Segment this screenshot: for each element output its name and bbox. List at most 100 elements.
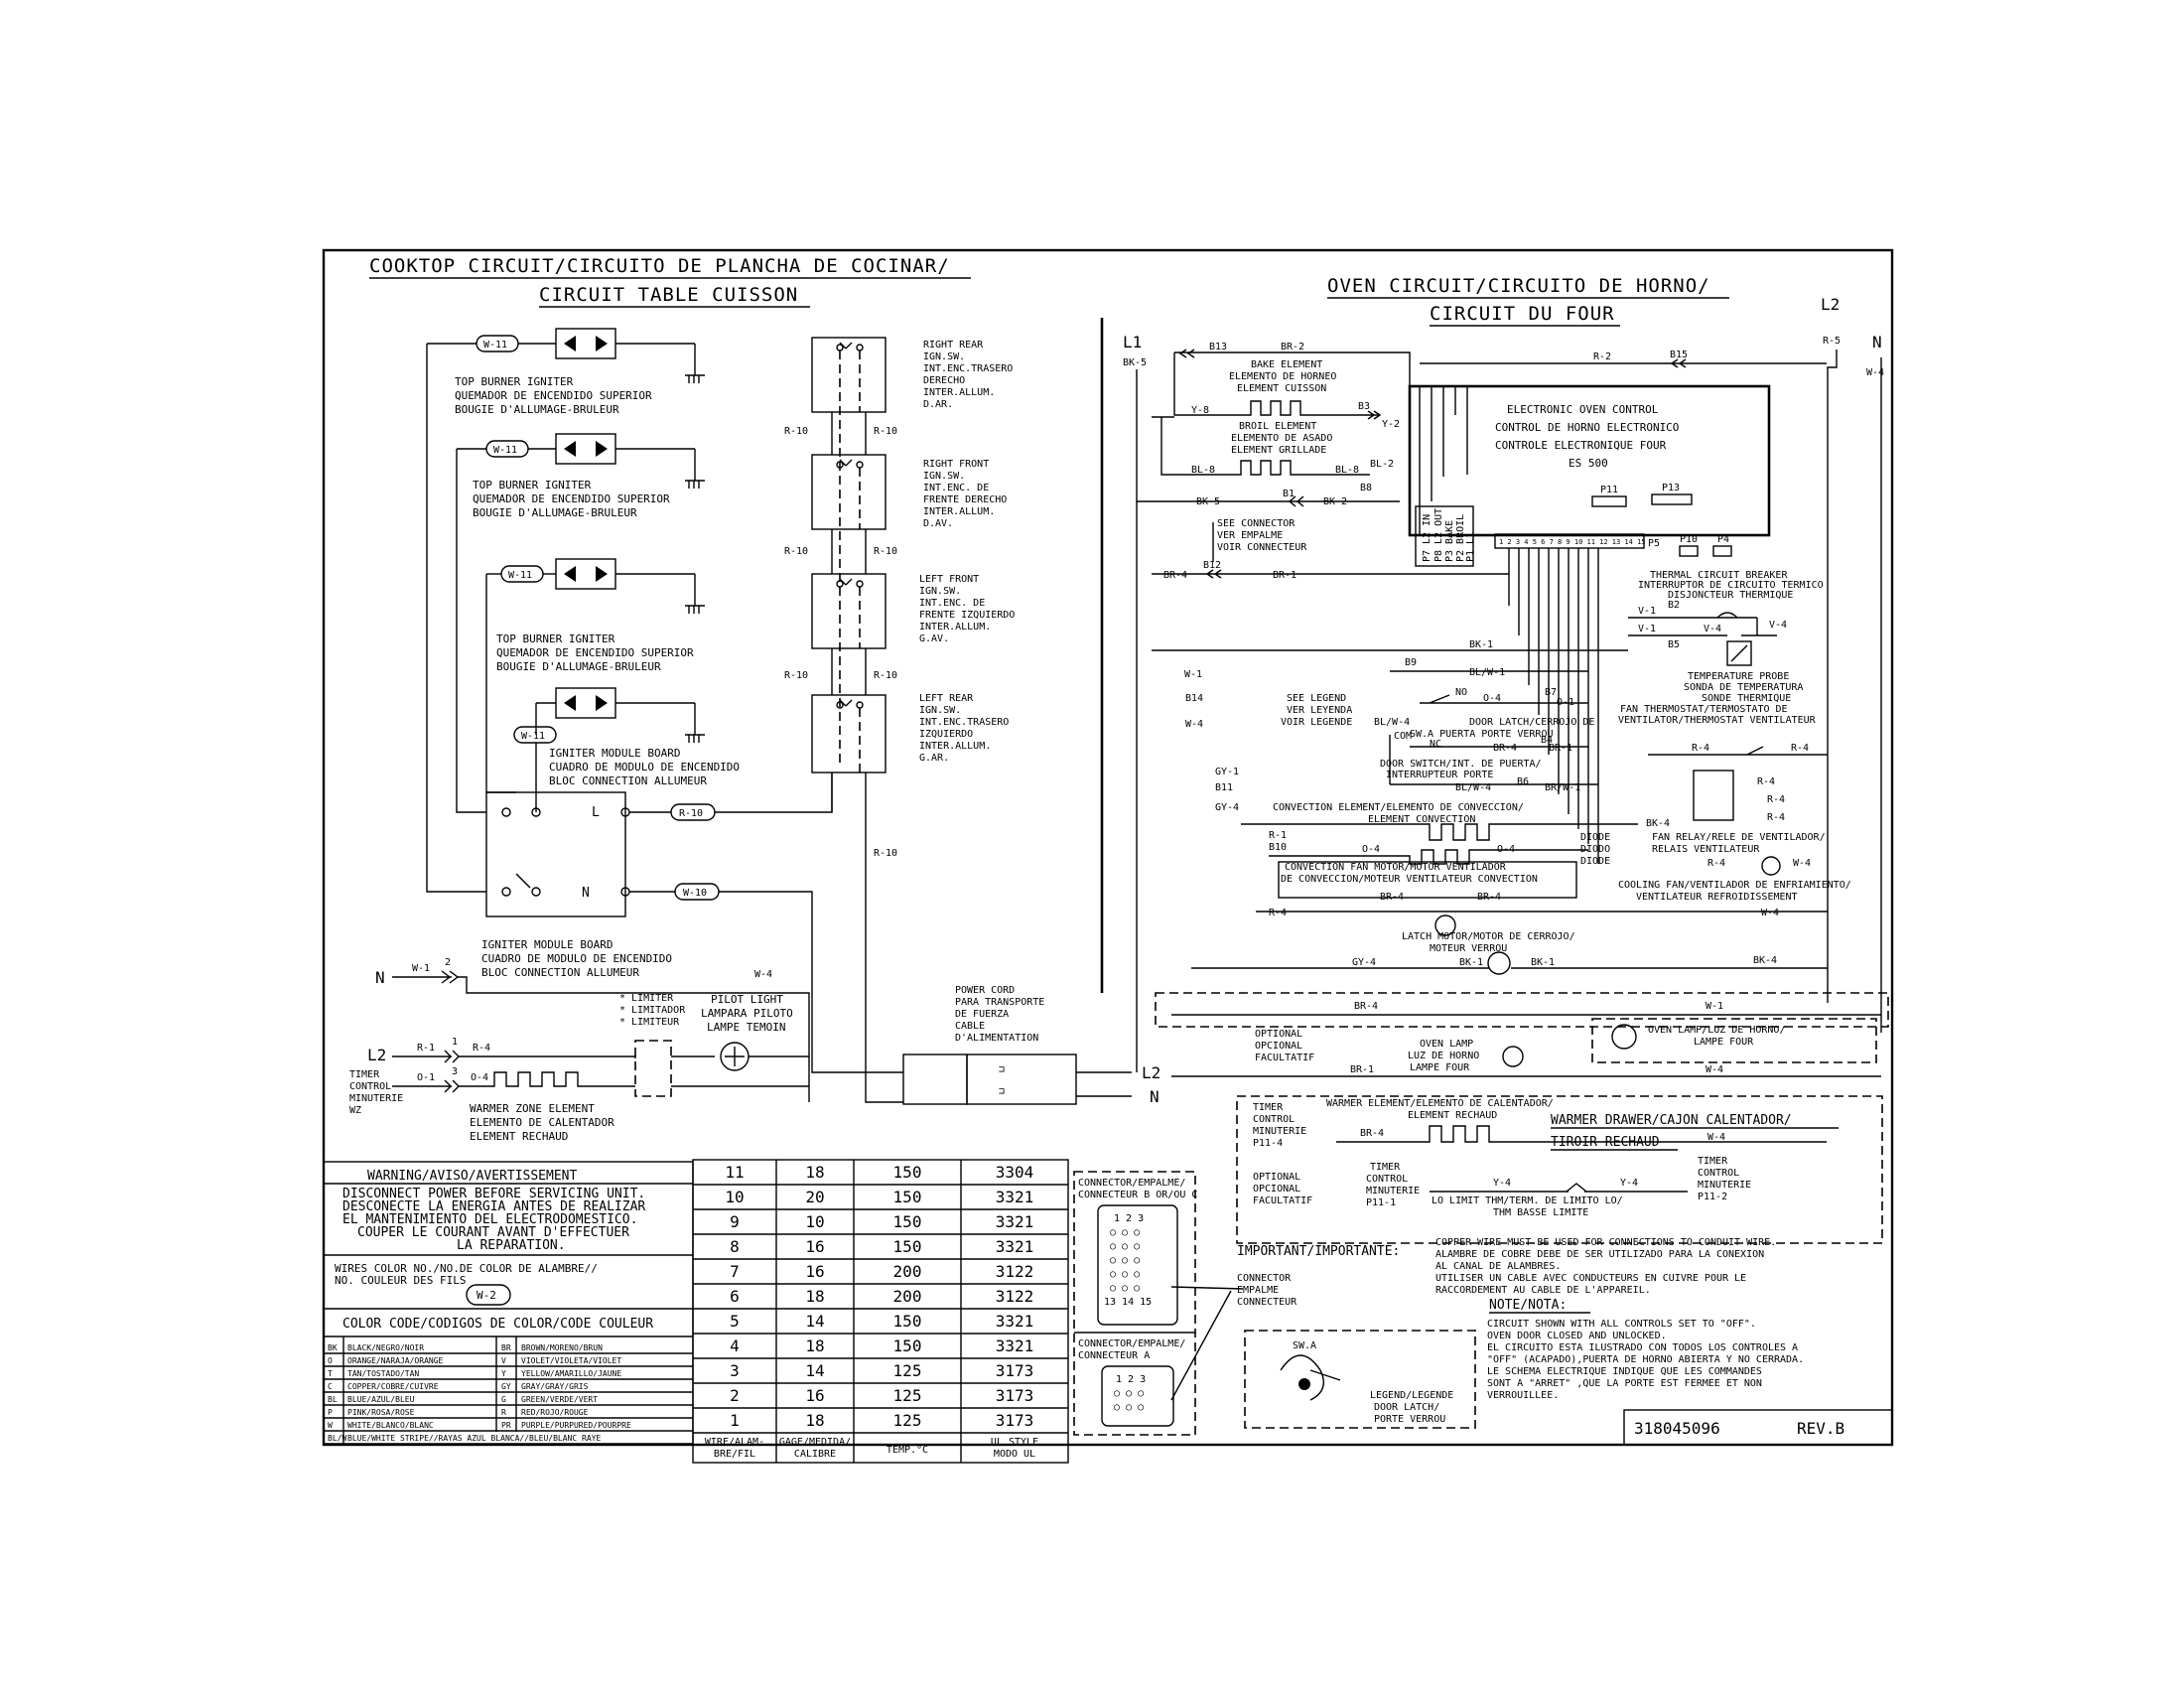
svg-text:WARMER ELEMENT/ELEMENTO DE CAL: WARMER ELEMENT/ELEMENTO DE CALENTADOR/ xyxy=(1326,1098,1554,1109)
power-cord: ⊐ ⊐ L2 N POWER CORD PARA TRANSPORTE DE F… xyxy=(902,985,1160,1106)
svg-text:GY-1: GY-1 xyxy=(1215,767,1239,777)
svg-text:SONDE THERMIQUE: SONDE THERMIQUE xyxy=(1702,693,1791,704)
color-code-cell: BR xyxy=(501,1343,511,1352)
svg-text:P2 BROIL: P2 BROIL xyxy=(1455,514,1466,562)
svg-text:CONTROL: CONTROL xyxy=(1253,1114,1295,1125)
wire-table-cell: 3321 xyxy=(996,1336,1034,1355)
important-note: IMPORTANT/IMPORTANTE: COPPER WIRE MUST B… xyxy=(1237,1237,1804,1401)
svg-text:V-4: V-4 xyxy=(1704,624,1721,634)
svg-text:P10: P10 xyxy=(1680,534,1698,545)
connectors-panel: CONNECTOR/EMPALME/ CONNECTEUR B OR/OU C … xyxy=(1073,1171,1297,1436)
wire-table-cell: 11 xyxy=(725,1163,744,1182)
svg-text:ELEMENT RECHAUD: ELEMENT RECHAUD xyxy=(1408,1110,1497,1121)
wire-table-cell: 3321 xyxy=(996,1237,1034,1256)
wire-table-cell: 18 xyxy=(805,1287,824,1306)
svg-text:BLOC CONNECTION ALLUMEUR: BLOC CONNECTION ALLUMEUR xyxy=(549,774,707,787)
svg-text:COM: COM xyxy=(1394,731,1412,742)
wire-table-cell: 150 xyxy=(893,1163,922,1182)
svg-text:CONVECTION ELEMENT/ELEMENTO DE: CONVECTION ELEMENT/ELEMENTO DE CONVECCIO… xyxy=(1273,802,1524,813)
svg-text:CONNECTEUR A: CONNECTEUR A xyxy=(1078,1350,1150,1361)
svg-text:ELEMENT GRILLADE: ELEMENT GRILLADE xyxy=(1231,445,1326,456)
svg-text:CONVECTION FAN MOTOR/MOTOR VEN: CONVECTION FAN MOTOR/MOTOR VENTILADOR xyxy=(1285,862,1507,873)
svg-text:2: 2 xyxy=(445,957,451,968)
color-code-cell: R xyxy=(501,1408,506,1417)
svg-text:BK-5: BK-5 xyxy=(1123,357,1147,368)
svg-text:BLOC CONNECTION ALLUMEUR: BLOC CONNECTION ALLUMEUR xyxy=(481,966,639,979)
svg-text:○ ○ ○: ○ ○ ○ xyxy=(1110,1255,1140,1266)
svg-text:W-4: W-4 xyxy=(1706,1064,1723,1075)
svg-text:1: 1 xyxy=(452,1037,458,1048)
svg-text:BL-2: BL-2 xyxy=(1370,459,1394,470)
svg-text:R-10: R-10 xyxy=(784,426,808,437)
svg-text:TIMER: TIMER xyxy=(1698,1156,1728,1167)
svg-text:CONNECTEUR B OR/OU C: CONNECTEUR B OR/OU C xyxy=(1078,1190,1197,1200)
svg-text:N: N xyxy=(1872,333,1882,352)
svg-text:V-1: V-1 xyxy=(1638,624,1656,634)
svg-text:W-11: W-11 xyxy=(508,570,532,581)
wire-table-cell: 3321 xyxy=(996,1188,1034,1206)
svg-text:BR-1: BR-1 xyxy=(1350,1064,1374,1075)
svg-text:LUZ DE HORNO: LUZ DE HORNO xyxy=(1408,1051,1479,1061)
svg-text:MINUTERIE: MINUTERIE xyxy=(1698,1180,1751,1191)
svg-text:B14: B14 xyxy=(1185,693,1203,704)
oven-title-2: CIRCUIT DU FOUR xyxy=(1430,303,1615,325)
svg-text:Y-8: Y-8 xyxy=(1191,405,1209,416)
svg-text:B4: B4 xyxy=(1541,735,1553,746)
svg-text:BR-1: BR-1 xyxy=(1549,743,1572,754)
svg-text:R-4: R-4 xyxy=(473,1043,490,1054)
svg-text:B12: B12 xyxy=(1203,560,1221,571)
svg-text:TOP BURNER IGNITER: TOP BURNER IGNITER xyxy=(455,375,574,388)
svg-text:○ ○ ○: ○ ○ ○ xyxy=(1110,1283,1140,1294)
svg-text:O-4: O-4 xyxy=(471,1072,488,1083)
svg-text:O-1: O-1 xyxy=(417,1072,435,1083)
svg-text:COOLING FAN/VENTILADOR DE ENFR: COOLING FAN/VENTILADOR DE ENFRIAMIENTO/ xyxy=(1618,880,1851,891)
color-code-cell: PINK/ROSA/ROSE xyxy=(347,1408,415,1417)
svg-text:B7: B7 xyxy=(1545,687,1557,698)
svg-text:OVEN LAMP: OVEN LAMP xyxy=(1420,1039,1473,1050)
svg-text:1 2 3 4 5 6 7 8 9 10 11 12 13: 1 2 3 4 5 6 7 8 9 10 11 12 13 14 15 xyxy=(1499,538,1646,546)
svg-text:NC: NC xyxy=(1430,739,1441,750)
svg-text:QUEMADOR DE ENCENDIDO SUPERIOR: QUEMADOR DE ENCENDIDO SUPERIOR xyxy=(455,389,652,402)
svg-text:BR-4: BR-4 xyxy=(1380,892,1404,903)
svg-text:LEFT REAR: LEFT REAR xyxy=(919,693,974,704)
wire-table-cell: 6 xyxy=(730,1287,740,1306)
svg-text:O-4: O-4 xyxy=(1483,693,1501,704)
svg-text:AL CANAL DE ALAMBRES.: AL CANAL DE ALAMBRES. xyxy=(1435,1261,1561,1272)
svg-text:P5: P5 xyxy=(1648,538,1660,549)
svg-text:IGN.SW.: IGN.SW. xyxy=(919,705,961,716)
cooktop-title-2: CIRCUIT TABLE CUISSON xyxy=(539,284,798,306)
svg-text:D.AV.: D.AV. xyxy=(923,518,953,529)
svg-text:CONNECTEUR: CONNECTEUR xyxy=(1237,1297,1297,1308)
svg-text:* LIMITADOR: * LIMITADOR xyxy=(619,1005,686,1016)
svg-text:INTERRUPTEUR PORTE: INTERRUPTEUR PORTE xyxy=(1386,770,1493,780)
svg-text:OVEN LAMP/LUZ DE HORNO/: OVEN LAMP/LUZ DE HORNO/ xyxy=(1648,1025,1785,1036)
wire-table-cell: 150 xyxy=(893,1336,922,1355)
wire-table-header: WIRE/ALAM- xyxy=(705,1437,764,1448)
svg-text:DISCONNECT POWER BEFORE SERVIC: DISCONNECT POWER BEFORE SERVICING UNIT. xyxy=(342,1187,645,1201)
color-code-cell: ORANGE/NARAJA/ORANGE xyxy=(347,1356,444,1365)
color-code-cell: P xyxy=(328,1408,333,1417)
svg-text:R-4: R-4 xyxy=(1707,858,1725,869)
svg-text:P13: P13 xyxy=(1662,483,1680,493)
svg-text:L2: L2 xyxy=(367,1046,386,1064)
svg-text:○ ○ ○: ○ ○ ○ xyxy=(1114,1402,1144,1413)
color-code-cell: PURPLE/PURPURED/POURPRE xyxy=(521,1421,631,1430)
svg-text:IMPORTANT/IMPORTANTE:: IMPORTANT/IMPORTANTE: xyxy=(1237,1244,1400,1259)
svg-text:MINUTERIE: MINUTERIE xyxy=(1253,1126,1306,1137)
wire-table-cell: 16 xyxy=(805,1237,824,1256)
svg-text:COUPER LE COURANT AVANT D'EFFE: COUPER LE COURANT AVANT D'EFFECTUER xyxy=(357,1225,629,1240)
svg-text:L: L xyxy=(592,805,600,820)
svg-text:OPCIONAL: OPCIONAL xyxy=(1253,1184,1300,1195)
revision: REV.B xyxy=(1797,1419,1844,1438)
svg-text:P4: P4 xyxy=(1717,534,1729,545)
svg-text:W-1: W-1 xyxy=(1706,1001,1723,1012)
svg-text:B3: B3 xyxy=(1358,401,1370,412)
svg-text:GY-4: GY-4 xyxy=(1352,957,1376,968)
svg-text:P3 BAKE: P3 BAKE xyxy=(1444,520,1455,562)
svg-text:QUEMADOR DE ENCENDIDO SUPERIOR: QUEMADOR DE ENCENDIDO SUPERIOR xyxy=(473,492,670,505)
svg-text:R-10: R-10 xyxy=(784,546,808,557)
svg-text:"OFF" (ACAPADO),PUERTA DE HORN: "OFF" (ACAPADO),PUERTA DE HORNO ABIERTA … xyxy=(1487,1354,1804,1365)
svg-text:TOP BURNER IGNITER: TOP BURNER IGNITER xyxy=(496,633,615,645)
svg-text:P7 L2 IN: P7 L2 IN xyxy=(1422,514,1433,562)
